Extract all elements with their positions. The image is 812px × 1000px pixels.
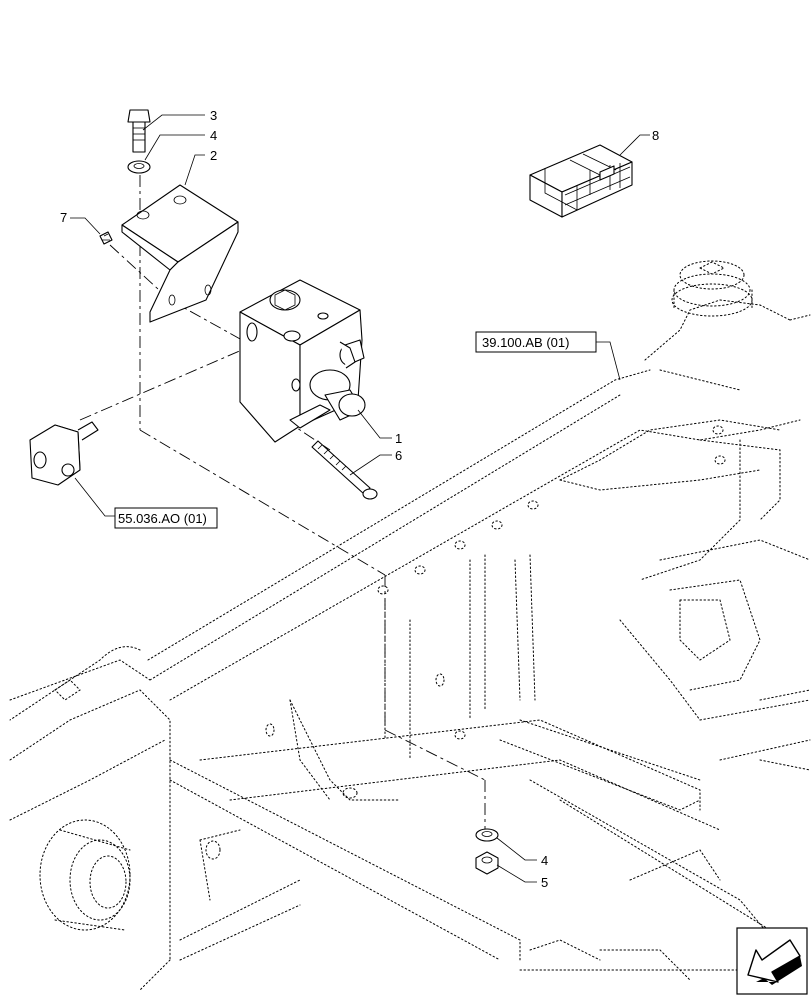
reference-sensor[interactable]: 55.036.AO (01) xyxy=(114,507,218,529)
reference-frame[interactable]: 39.100.AB (01) xyxy=(475,331,597,353)
callout-6: 6 xyxy=(395,448,402,463)
bolt xyxy=(127,109,151,153)
callout-5: 5 xyxy=(541,875,548,890)
washer-top xyxy=(127,160,151,174)
callout-3: 3 xyxy=(210,108,217,123)
small-fitting xyxy=(99,231,113,245)
reference-sensor-label: 55.036.AO (01) xyxy=(118,511,207,526)
callout-2: 2 xyxy=(210,148,217,163)
washer-bottom xyxy=(475,828,499,842)
callout-4-top: 4 xyxy=(210,128,217,143)
reference-frame-label: 39.100.AB (01) xyxy=(482,335,569,350)
callout-7: 7 xyxy=(60,210,67,225)
valve-block xyxy=(239,279,366,443)
parts-crate xyxy=(529,144,633,218)
long-bolt xyxy=(311,440,378,500)
arrow-down-left-icon[interactable] xyxy=(736,927,808,995)
nut-bottom xyxy=(475,851,499,875)
machine-frame xyxy=(9,260,811,991)
sensor xyxy=(29,421,99,486)
callout-4-bottom: 4 xyxy=(541,853,548,868)
bracket xyxy=(121,184,239,323)
callout-8: 8 xyxy=(652,128,659,143)
callout-1: 1 xyxy=(395,431,402,446)
assembly-lines xyxy=(79,175,486,830)
leader-lines xyxy=(70,114,650,883)
